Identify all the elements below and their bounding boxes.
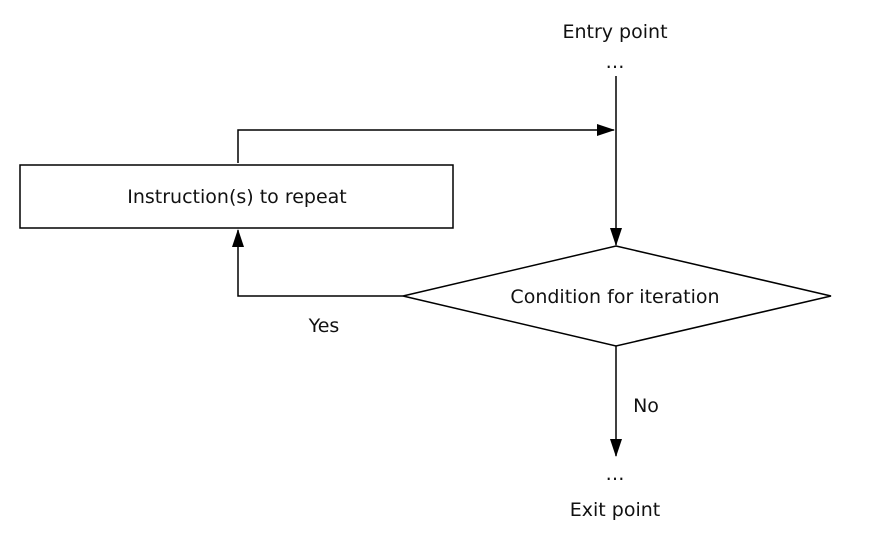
entry-point-label: Entry point: [562, 21, 668, 43]
process-box-label: Instruction(s) to repeat: [127, 186, 347, 208]
no-label: No: [633, 395, 659, 417]
loop-back-arrow: [237, 124, 615, 163]
yes-arrow: [232, 229, 403, 297]
process-box: [19, 164, 454, 229]
yes-label: Yes: [308, 315, 340, 337]
exit-point-label: Exit point: [569, 499, 661, 521]
entry-ellipsis: …: [605, 51, 625, 73]
exit-ellipsis: …: [605, 463, 625, 485]
decision-label: Condition for iteration: [510, 286, 720, 308]
